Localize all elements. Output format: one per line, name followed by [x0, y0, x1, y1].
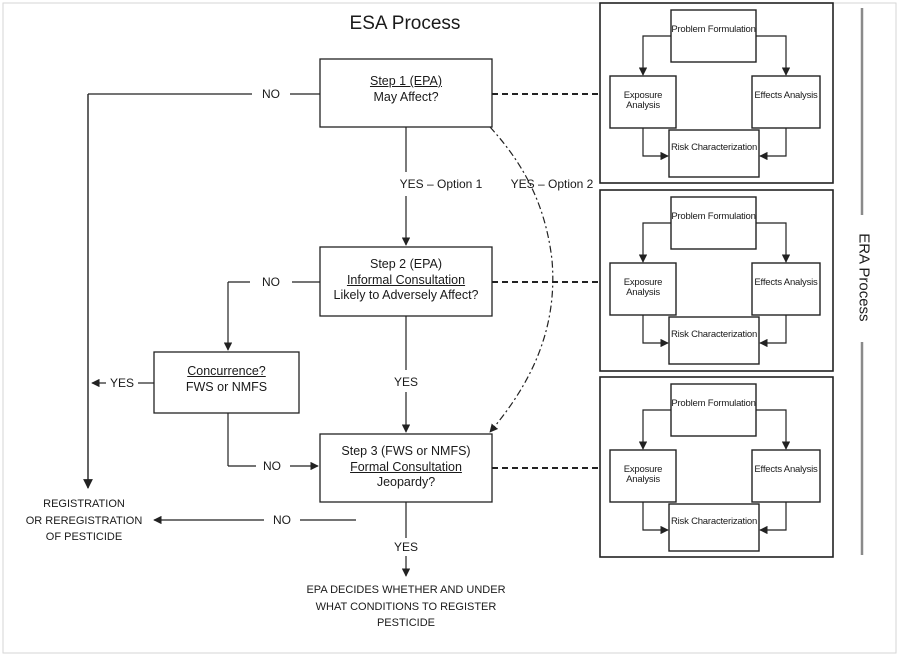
era-problem-formulation-box [670, 9, 757, 63]
era-effects-analysis-label: Effects Analysis [754, 277, 818, 288]
step3-line1: Step 3 (FWS or NMFS) [341, 444, 471, 458]
step2-line1: Step 2 (EPA) [369, 257, 443, 271]
era-effects-analysis-box [751, 262, 821, 316]
option2-curve [489, 126, 554, 433]
era-effects-analysis-label: Effects Analysis [754, 464, 818, 475]
era-cycle-arrow [638, 35, 671, 76]
era-cycle-arrow [759, 502, 787, 535]
era-risk-characterization-label: Risk Characterization [670, 515, 758, 527]
era-cycle-arrow [642, 502, 669, 535]
era-cycle-arrow [638, 409, 671, 450]
era-risk-characterization-box [668, 316, 760, 365]
epa-decides-outcome: EPA DECIDES WHETHER AND UNDER WHAT CONDI… [290, 582, 522, 632]
era-exposure-analysis-box [609, 449, 677, 503]
era-cycle-arrow [756, 222, 791, 263]
era-exposure-analysis-box [609, 75, 677, 129]
step1-text: Step 1 (EPA) May Affect? [320, 74, 492, 105]
era-risk-characterization-box [668, 503, 760, 552]
era-exposure-analysis-label: Exposure Analysis [623, 464, 663, 486]
concurrence-no-label: NO [263, 459, 281, 473]
step1-line2: May Affect? [373, 89, 439, 104]
era-effects-analysis-box [751, 75, 821, 129]
step3-no-label: NO [273, 513, 291, 527]
epa-decides-line: EPA DECIDES WHETHER AND UNDER [306, 584, 506, 596]
era-cycle-arrow [756, 409, 791, 450]
era-cycle-arrow [642, 128, 669, 161]
concurrence-yes-label: YES [109, 376, 134, 390]
registration-line: REGISTRATION [43, 498, 125, 510]
step1-line1: Step 1 (EPA) [369, 74, 443, 88]
era-problem-formulation-label: Problem Formulation [671, 398, 756, 409]
step2-text: Step 2 (EPA) Informal Consultation Likel… [320, 257, 492, 304]
concurrence-text: Concurrence? FWS or NMFS [154, 364, 299, 395]
step3-line2: Formal Consultation [350, 459, 462, 474]
registration-outcome: REGISTRATION OR REREGISTRATION OF PESTIC… [14, 496, 154, 546]
step3-box [319, 433, 493, 503]
era-risk-characterization-box [668, 129, 760, 178]
step2-yes-label: YES [393, 375, 418, 389]
era-effects-analysis-box [751, 449, 821, 503]
option2-label: YES – Option 2 [510, 177, 594, 191]
step2-line3: Likely to Adversely Affect? [333, 288, 479, 303]
registration-line: OR REREGISTRATION [25, 514, 143, 527]
step2-box [319, 246, 493, 317]
step3-yes-label: YES [393, 540, 418, 554]
option1-label: YES – Option 1 [399, 177, 483, 191]
epa-decides-line: PESTICIDE [376, 617, 436, 629]
step1-no-label: NO [262, 87, 280, 101]
concurrence-box [153, 351, 300, 414]
era-problem-formulation-label: Problem Formulation [671, 211, 756, 222]
era-cycle-arrow [759, 128, 787, 161]
era-problem-formulation-box [670, 196, 757, 250]
epa-decides-line: WHAT CONDITIONS TO REGISTER [315, 600, 497, 613]
step2-line2: Informal Consultation [346, 272, 466, 287]
era-problem-formulation-box [670, 383, 757, 437]
era-cycle-arrow [642, 315, 669, 348]
era-exposure-analysis-box [609, 262, 677, 316]
step3-text: Step 3 (FWS or NMFS) Formal Consultation… [320, 444, 492, 491]
era-risk-characterization-label: Risk Characterization [670, 141, 758, 153]
era-cycle-arrow [759, 315, 787, 348]
diagram-title: ESA Process [349, 13, 461, 34]
era-process-label: ERA Process [855, 233, 873, 322]
era-exposure-analysis-label: Exposure Analysis [623, 90, 663, 112]
registration-line: OF PESTICIDE [45, 531, 123, 543]
era-exposure-analysis-label: Exposure Analysis [623, 277, 663, 299]
concurrence-line1: Concurrence? [187, 364, 266, 378]
concurrence-line2: FWS or NMFS [185, 379, 268, 394]
step3-line3: Jeopardy? [376, 475, 436, 490]
era-cycle-arrow [756, 35, 791, 76]
era-problem-formulation-label: Problem Formulation [671, 24, 756, 35]
era-risk-characterization-label: Risk Characterization [670, 328, 758, 340]
step2-no-label: NO [262, 275, 280, 289]
era-effects-analysis-label: Effects Analysis [754, 90, 818, 101]
era-cycle-arrow [638, 222, 671, 263]
